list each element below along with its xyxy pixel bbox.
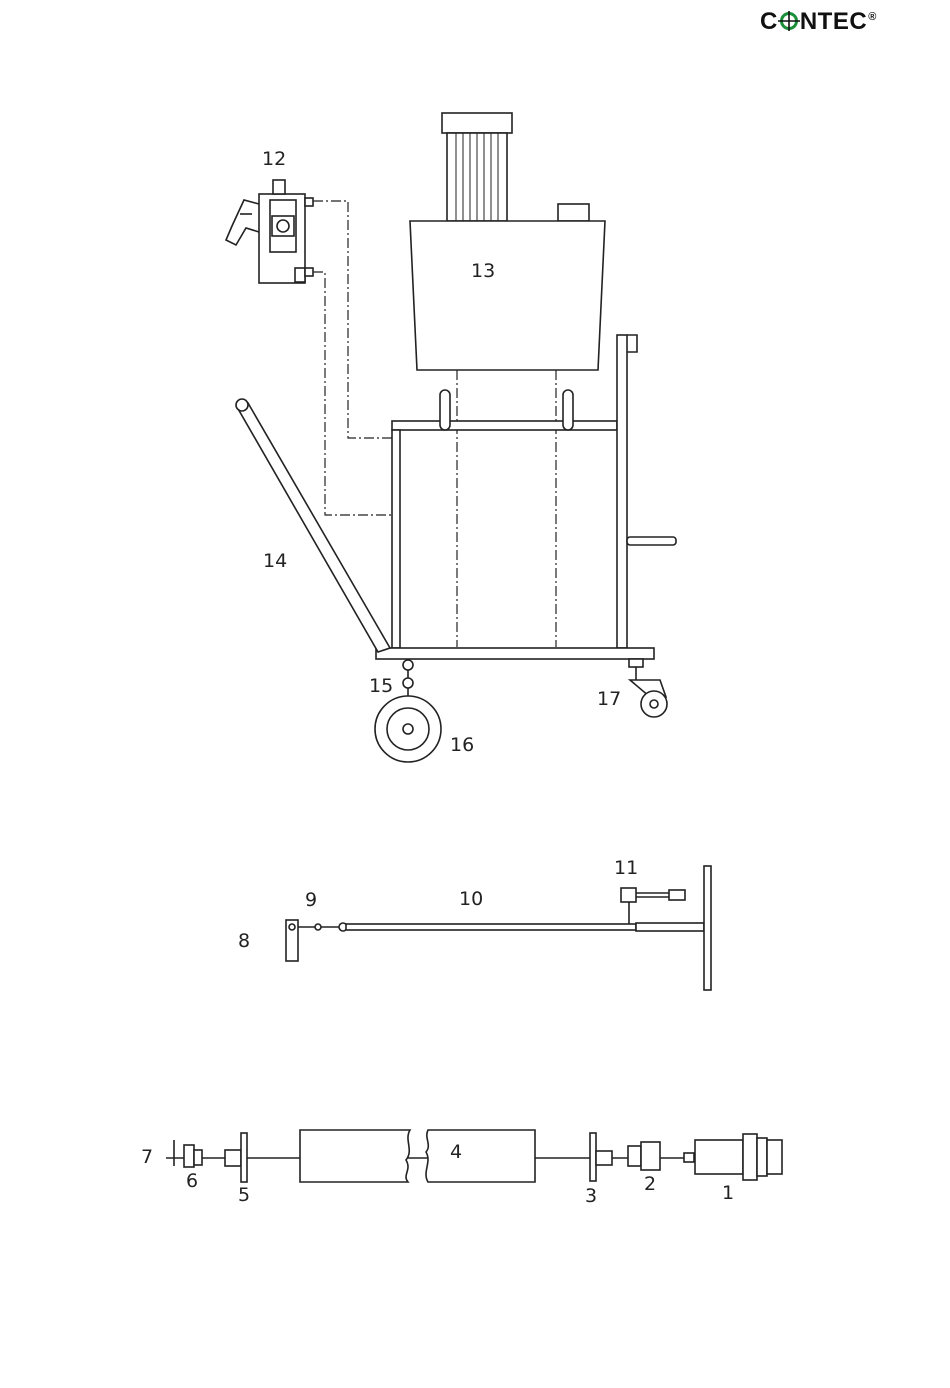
part-12-control-box	[226, 180, 313, 283]
callout-14: 14	[263, 550, 287, 572]
part-10-shaft	[346, 923, 704, 931]
callout-5: 5	[238, 1184, 250, 1206]
part-17-caster	[629, 659, 667, 717]
callout-11: 11	[614, 857, 638, 879]
callout-10: 10	[459, 888, 483, 910]
callout-16: 16	[450, 734, 474, 756]
part-13-motor-tank	[410, 113, 605, 370]
part-4-cylinder	[300, 1130, 535, 1182]
t-handle-bar	[704, 866, 711, 990]
callout-6: 6	[186, 1170, 198, 1192]
callout-1: 1	[722, 1182, 734, 1204]
callout-17: 17	[597, 688, 621, 710]
part-3-flange	[590, 1133, 612, 1181]
part-8-clamp	[286, 920, 298, 961]
handle-end	[236, 399, 248, 411]
part-6-nut	[184, 1145, 202, 1167]
cart-frame	[376, 335, 676, 659]
part-16-wheel	[375, 696, 441, 762]
part-11-switch	[621, 888, 685, 924]
callout-2: 2	[644, 1173, 656, 1195]
callout-12: 12	[262, 148, 286, 170]
part-2-coupling	[628, 1142, 694, 1170]
callout-3: 3	[585, 1185, 597, 1207]
callout-7: 7	[141, 1146, 153, 1168]
part-9-connector	[298, 923, 347, 931]
callout-8: 8	[238, 930, 250, 952]
part-1-motor-head	[695, 1134, 782, 1180]
part-5-flange	[225, 1133, 247, 1182]
callout-4: 4	[450, 1141, 462, 1163]
callout-13: 13	[471, 260, 495, 282]
cable-12-lower	[313, 272, 392, 515]
part-14-handle	[237, 403, 390, 652]
callout-9: 9	[305, 889, 317, 911]
callout-15: 15	[369, 675, 393, 697]
